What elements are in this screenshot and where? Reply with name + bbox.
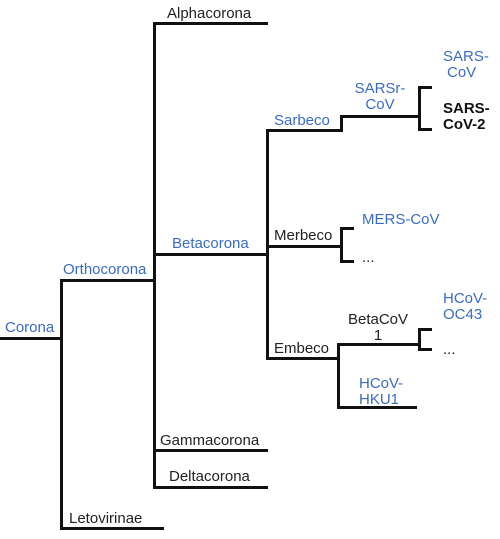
branch-merbeco	[266, 245, 342, 248]
branch-embeco	[266, 357, 340, 360]
branch-betacorona	[153, 253, 268, 256]
branch-corona-vertical	[60, 279, 63, 530]
label-sars-cov-line1: SARS-	[443, 48, 489, 65]
branch-sars-cov	[418, 86, 432, 89]
label-deltacorona: Deltacorona	[169, 468, 250, 485]
label-hcov-hku1-line1: HCoV-	[359, 375, 404, 392]
label-hcov-oc43-line1: HCoV-	[443, 290, 488, 307]
label-sars-cov-2-line2: CoV-2	[443, 116, 486, 133]
label-hcov-oc43-line2: OC43	[443, 306, 483, 323]
branch-mers-cov	[340, 227, 354, 230]
branch-merbeco-more	[340, 260, 354, 263]
label-betacov1-line2: 1	[373, 327, 383, 344]
label-orthocorona: Orthocorona	[63, 261, 147, 278]
label-betacov1: BetaCoV 1	[346, 312, 410, 344]
label-hcov-hku1-line2: HKU1	[359, 391, 400, 408]
label-betacov1-line1: BetaCoV	[347, 311, 409, 328]
branch-sarbeco	[266, 129, 342, 132]
branch-corona-root	[0, 337, 62, 340]
branch-deltacorona	[153, 486, 268, 489]
label-betacov1-more: ...	[443, 341, 456, 358]
label-embeco: Embeco	[274, 340, 330, 357]
label-corona: Corona	[5, 319, 55, 336]
branch-hcov-oc43	[418, 328, 432, 331]
label-letovirinae: Letovirinae	[69, 510, 143, 527]
label-merbeco: Merbeco	[274, 227, 333, 244]
label-sarsr-cov-line1: SARSr-	[354, 80, 406, 97]
label-sars-cov: SARS- CoV	[443, 49, 489, 81]
label-betacorona: Betacorona	[172, 235, 249, 252]
label-merbeco-more: ...	[362, 249, 375, 266]
label-sarsr-cov-line2: CoV	[365, 96, 395, 113]
label-hcov-hku1: HCoV- HKU1	[359, 376, 403, 408]
branch-alphacorona	[153, 22, 268, 25]
branch-sarsr-cov	[340, 115, 421, 118]
label-alphacorona: Alphacorona	[167, 5, 252, 22]
branch-merbeco-vertical	[340, 227, 343, 263]
label-sars-cov-2-line1: SARS-	[443, 100, 490, 117]
branch-sars-cov-2	[418, 128, 432, 131]
label-sars-cov-line2: CoV	[447, 64, 477, 81]
label-mers-cov: MERS-CoV	[362, 211, 440, 228]
label-gammacorona: Gammacorona	[160, 432, 260, 449]
label-sarbeco: Sarbeco	[274, 112, 330, 129]
branch-gammacorona	[153, 449, 268, 452]
branch-sarsr-vertical	[418, 86, 421, 131]
branch-hcov-hku1	[337, 406, 417, 409]
branch-betacov1	[337, 343, 421, 346]
branch-orthocorona	[60, 279, 156, 282]
branch-sarbeco-vertical	[340, 115, 343, 132]
label-sarsr-cov: SARSr- CoV	[350, 81, 410, 113]
label-sars-cov-2: SARS- CoV-2	[443, 101, 490, 133]
branch-betacov1-vertical	[418, 328, 421, 351]
branch-letovirinae	[60, 527, 164, 530]
branch-betacorona-vertical	[266, 129, 269, 360]
label-hcov-oc43: HCoV- OC43	[443, 291, 487, 323]
branch-betacov1-more	[418, 348, 432, 351]
branch-embeco-vertical	[337, 343, 340, 409]
